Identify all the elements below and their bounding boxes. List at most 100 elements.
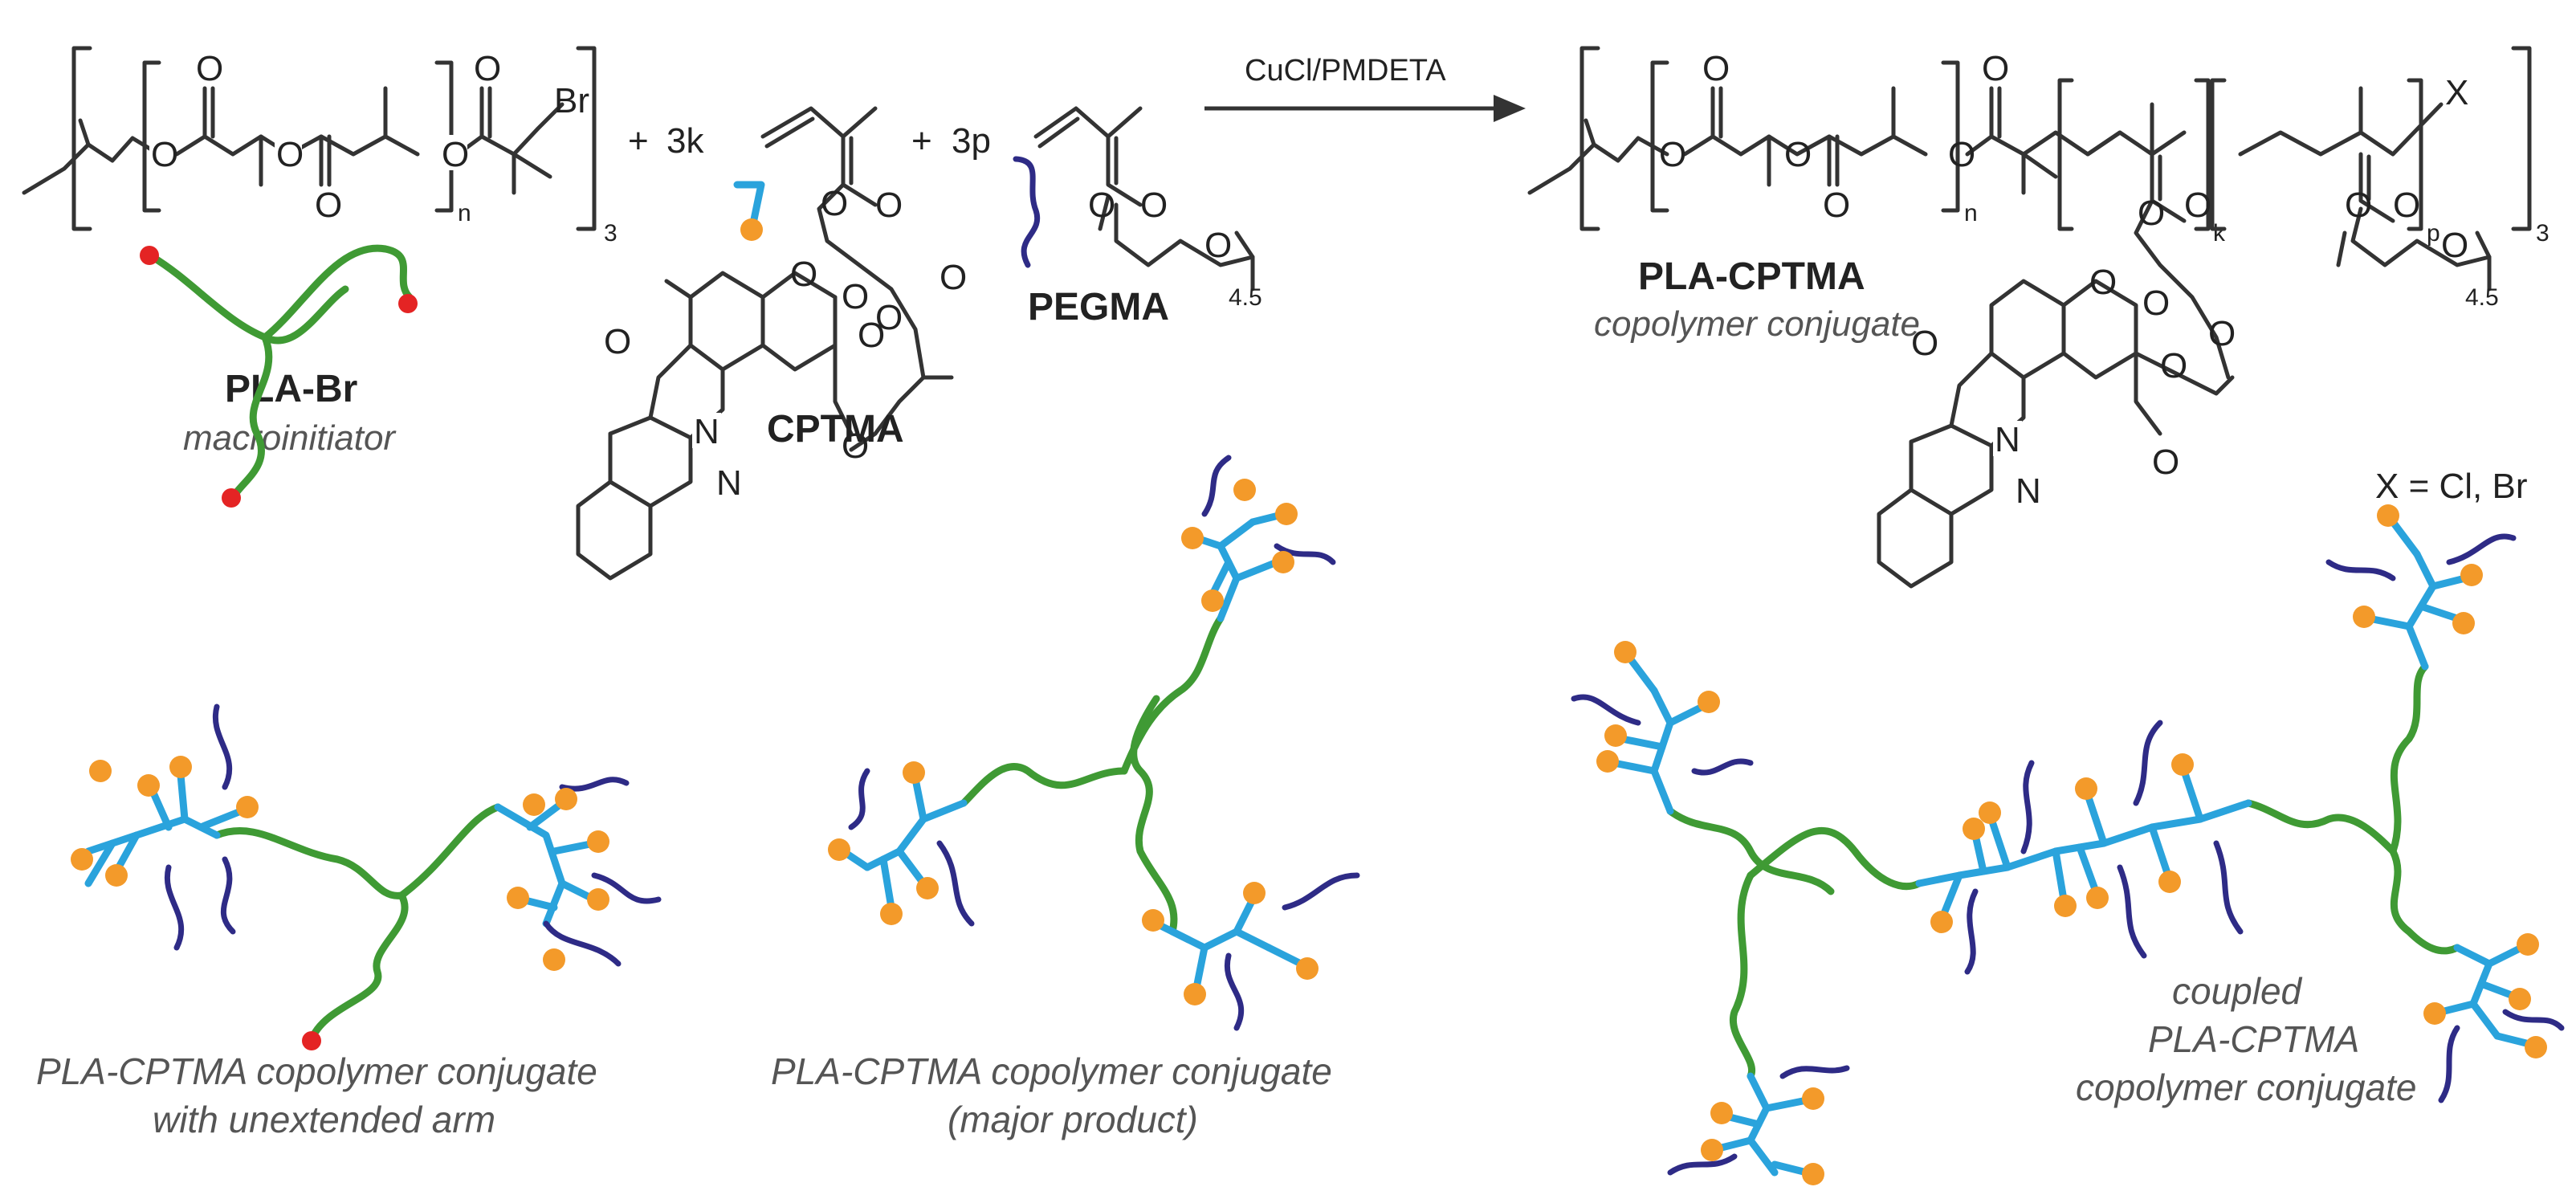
cartoon-coupled — [1571, 504, 2565, 1185]
drug-bead — [1233, 479, 1256, 501]
atom-o: O — [842, 426, 869, 466]
pla-arm — [149, 253, 349, 345]
isobutyrate — [479, 102, 565, 157]
peg-chain — [2020, 760, 2035, 854]
peg-chain — [2117, 864, 2147, 959]
p-peg — [2350, 206, 2492, 267]
ring-pyridone — [688, 271, 765, 372]
cptma-sidechains — [2365, 518, 2469, 630]
peg-chain — [2213, 840, 2244, 935]
pegma-key-chain — [1013, 156, 1041, 268]
peg-brackets — [1098, 194, 1255, 292]
atom-o: O — [1982, 49, 2009, 88]
atom-o: O — [1823, 186, 1850, 225]
peg-chain — [1779, 1065, 1850, 1079]
peg-chain — [2133, 720, 2163, 806]
product-core — [1527, 136, 1669, 195]
o-bg — [440, 135, 467, 170]
pla-arm — [261, 244, 414, 341]
drug-bead — [105, 864, 128, 887]
isobutyrate-methyls — [512, 152, 552, 195]
caption-major-line2: (major product) — [948, 1099, 1198, 1140]
peg-chain — [164, 864, 185, 951]
drug-bead — [2460, 564, 2483, 586]
atom-o: O — [151, 135, 178, 174]
product-carbonyl-1 — [1710, 86, 1723, 139]
pegma-ester — [1106, 134, 1143, 207]
drug-bead — [2353, 606, 2375, 628]
product-side-chain — [2134, 351, 2235, 436]
cptma-key-backbone — [733, 181, 765, 227]
peg-chain — [848, 768, 870, 830]
atom-n: N — [1995, 420, 2020, 459]
p-repeat — [2238, 102, 2444, 157]
cptma-sidechains — [1152, 895, 1305, 992]
o-bg — [275, 135, 302, 170]
atom-o: O — [1948, 135, 1975, 174]
k-repeat — [2085, 130, 2187, 157]
drug-bead — [828, 838, 850, 861]
drug-bead — [2452, 612, 2475, 634]
peg-chain — [591, 872, 662, 904]
atom-o: O — [875, 186, 903, 225]
pla-arm — [309, 891, 409, 1040]
drug-bead — [1930, 911, 1953, 933]
drug-bead — [71, 848, 93, 871]
n-bg — [2014, 474, 2043, 509]
drug-bead — [1802, 1087, 1824, 1110]
ethyl — [833, 343, 854, 436]
atom-o: O — [2142, 283, 2170, 323]
atom-o: O — [315, 186, 342, 225]
drug-bead — [2171, 753, 2194, 776]
cartoon-unextended — [71, 704, 662, 1050]
bromide-end — [222, 488, 241, 508]
product-bracket-right-outer — [2511, 46, 2532, 231]
cptma-sidechains — [2437, 944, 2533, 1048]
subscript-n: n — [1964, 200, 1978, 226]
p-bracket-right — [2407, 78, 2423, 231]
cptma-sidechains — [1714, 1096, 1811, 1177]
pla-arm — [397, 803, 502, 899]
cptma-equivalents: 3k — [666, 121, 704, 161]
cptma-sidechains — [839, 775, 927, 912]
methacrylate-backbone — [760, 106, 878, 139]
product-lactone — [2061, 279, 2138, 380]
bromide-end — [140, 246, 159, 265]
pla-br-role: macroinitiator — [183, 418, 397, 458]
lactone-ring — [760, 295, 838, 372]
drug-bead — [2525, 1036, 2547, 1058]
pla-br-name: PLA-Br — [225, 368, 357, 410]
bromide-end — [398, 294, 418, 313]
drug-bead — [1275, 503, 1298, 525]
drug-bead — [2075, 777, 2097, 800]
k-bracket-right — [2194, 78, 2211, 231]
pla-arm — [1747, 826, 1923, 891]
peg-chain — [1282, 872, 1360, 911]
drug-bead — [1698, 691, 1720, 713]
cartoon-major-product — [828, 455, 1360, 1031]
product-isobutyl — [2021, 152, 2058, 195]
product-ring-pyridine — [1909, 423, 1994, 516]
p-bracket-left — [2210, 78, 2227, 231]
caption-unextended-line2: with unextended arm — [153, 1099, 495, 1140]
drug-bead — [543, 948, 565, 971]
drug-bead — [1604, 724, 1627, 747]
n-bg — [692, 413, 721, 448]
atom-o: O — [2345, 186, 2372, 225]
atom-o: O — [790, 255, 817, 294]
product-ring-five — [1949, 351, 2026, 448]
cptma-sidechains — [1192, 510, 1289, 598]
caption-major-line1: PLA-CPTMA copolymer conjugate — [771, 1050, 1332, 1092]
bracket-left-inner — [142, 60, 161, 213]
peg-chain — [212, 704, 233, 790]
drug-bead — [2086, 887, 2109, 909]
n-bg — [715, 466, 744, 501]
product-name: PLA-CPTMA — [1638, 255, 1865, 298]
peg-repeat-count: 4.5 — [1229, 284, 1262, 311]
drug-bead — [2517, 933, 2539, 956]
atom-o: O — [196, 49, 223, 88]
peg-repeat-count: 4.5 — [2465, 284, 2499, 311]
peg-chain — [2446, 533, 2517, 565]
caption-unextended-line1: PLA-CPTMA copolymer conjugate — [36, 1050, 597, 1092]
